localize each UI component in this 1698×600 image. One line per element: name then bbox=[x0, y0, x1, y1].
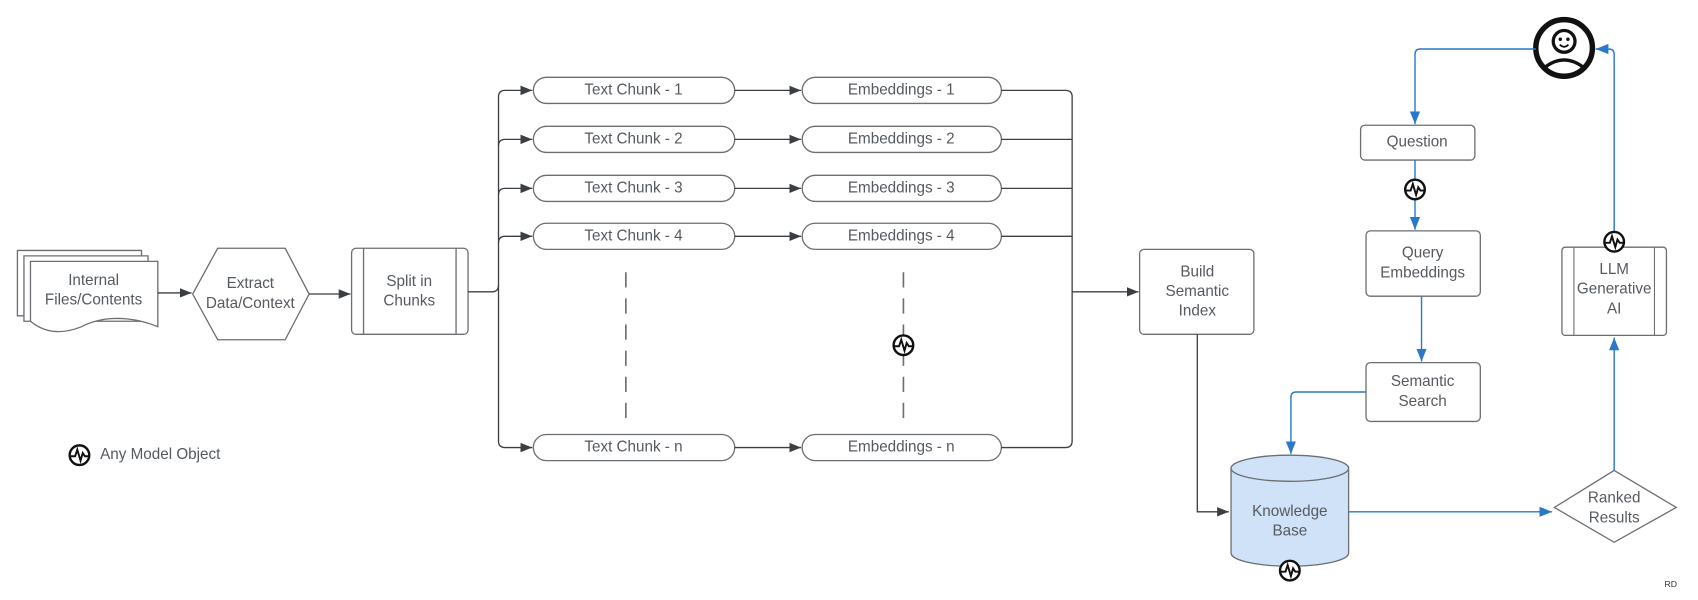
llm-label-1: LLM bbox=[1599, 261, 1629, 278]
model-object-icon bbox=[1278, 559, 1301, 582]
text-chunk-4: Text Chunk - 4 bbox=[584, 227, 683, 244]
arrow-llm-user bbox=[1595, 43, 1615, 234]
search-label-1: Semantic bbox=[1391, 373, 1455, 390]
split-chunks-node: Split in Chunks bbox=[350, 247, 469, 335]
chunk-row-2: Text Chunk - 2 Embeddings - 2 bbox=[532, 125, 1003, 154]
embeddings-1: Embeddings - 1 bbox=[848, 81, 955, 98]
text-chunk-1: Text Chunk - 1 bbox=[584, 81, 682, 98]
split-label-1: Split in bbox=[386, 273, 432, 290]
chunk-row-3: Text Chunk - 3 Embeddings - 3 bbox=[532, 174, 1003, 203]
index-label-3: Index bbox=[1179, 302, 1217, 319]
connector-chunk-1 bbox=[468, 85, 533, 293]
embeddings-3: Embeddings - 3 bbox=[848, 179, 955, 196]
embeddings-2: Embeddings - 2 bbox=[848, 130, 955, 147]
search-label-2: Search bbox=[1398, 393, 1446, 410]
connector-chunk-2 bbox=[497, 134, 533, 146]
llm-generative-ai-node: LLM Generative AI bbox=[1561, 246, 1668, 337]
text-chunk-n: Text Chunk - n bbox=[584, 439, 682, 456]
embeddings-n: Embeddings - n bbox=[848, 439, 955, 456]
chunk-row-n: Text Chunk - n Embeddings - n bbox=[532, 433, 1003, 462]
model-object-icon bbox=[1404, 178, 1426, 201]
extract-label-1: Extract bbox=[227, 275, 275, 292]
kb-label-1: Knowledge bbox=[1252, 503, 1327, 520]
extract-label-2: Data/Context bbox=[206, 295, 296, 312]
llm-label-3: AI bbox=[1607, 300, 1621, 317]
arrow-index-kb bbox=[1196, 334, 1229, 517]
text-chunk-2: Text Chunk - 2 bbox=[584, 130, 682, 147]
build-semantic-index-node: Build Semantic Index bbox=[1138, 248, 1255, 335]
legend-label: Any Model Object bbox=[100, 446, 221, 463]
split-label-2: Chunks bbox=[383, 293, 435, 310]
arrow-user-question bbox=[1409, 48, 1536, 125]
model-object-icon bbox=[68, 444, 91, 467]
user-avatar-icon[interactable] bbox=[1533, 16, 1596, 79]
index-label-2: Semantic bbox=[1166, 283, 1230, 300]
knowledge-base-node: Knowledge Base bbox=[1230, 454, 1350, 582]
question-node: Question bbox=[1359, 124, 1476, 161]
internal-files-node: Internal Files/Contents bbox=[16, 249, 159, 333]
text-chunk-3: Text Chunk - 3 bbox=[584, 179, 682, 196]
files-label-1: Internal bbox=[68, 272, 119, 289]
connector-chunk-3 bbox=[497, 183, 533, 195]
query-label-1: Query bbox=[1402, 245, 1444, 262]
connector-chunk-4 bbox=[497, 231, 533, 243]
embeddings-bus bbox=[1001, 89, 1073, 449]
kb-label-2: Base bbox=[1272, 522, 1307, 539]
author-signature: RD bbox=[1665, 579, 1678, 589]
model-object-icon bbox=[892, 334, 915, 357]
index-label-1: Build bbox=[1180, 263, 1214, 280]
connector-chunk-n bbox=[497, 440, 533, 453]
files-label-2: Files/Contents bbox=[45, 292, 143, 309]
semantic-search-node: Semantic Search bbox=[1365, 361, 1481, 423]
ranked-results-node: Ranked Results bbox=[1553, 469, 1678, 544]
ranked-label-1: Ranked bbox=[1588, 490, 1641, 507]
embeddings-4: Embeddings - 4 bbox=[848, 227, 955, 244]
chunk-row-4: Text Chunk - 4 Embeddings - 4 bbox=[532, 222, 1003, 251]
query-label-2: Embeddings bbox=[1380, 264, 1465, 281]
extract-node: Extract Data/Context bbox=[191, 247, 310, 341]
model-object-icon bbox=[1603, 230, 1626, 253]
question-label: Question bbox=[1387, 134, 1448, 151]
ranked-label-2: Results bbox=[1589, 509, 1640, 526]
arrow-search-kb bbox=[1285, 391, 1367, 455]
llm-label-2: Generative bbox=[1577, 281, 1652, 298]
query-embeddings-node: Query Embeddings bbox=[1365, 230, 1481, 297]
chunk-row-1: Text Chunk - 1 Embeddings - 1 bbox=[532, 76, 1003, 105]
legend: Any Model Object bbox=[68, 444, 221, 467]
